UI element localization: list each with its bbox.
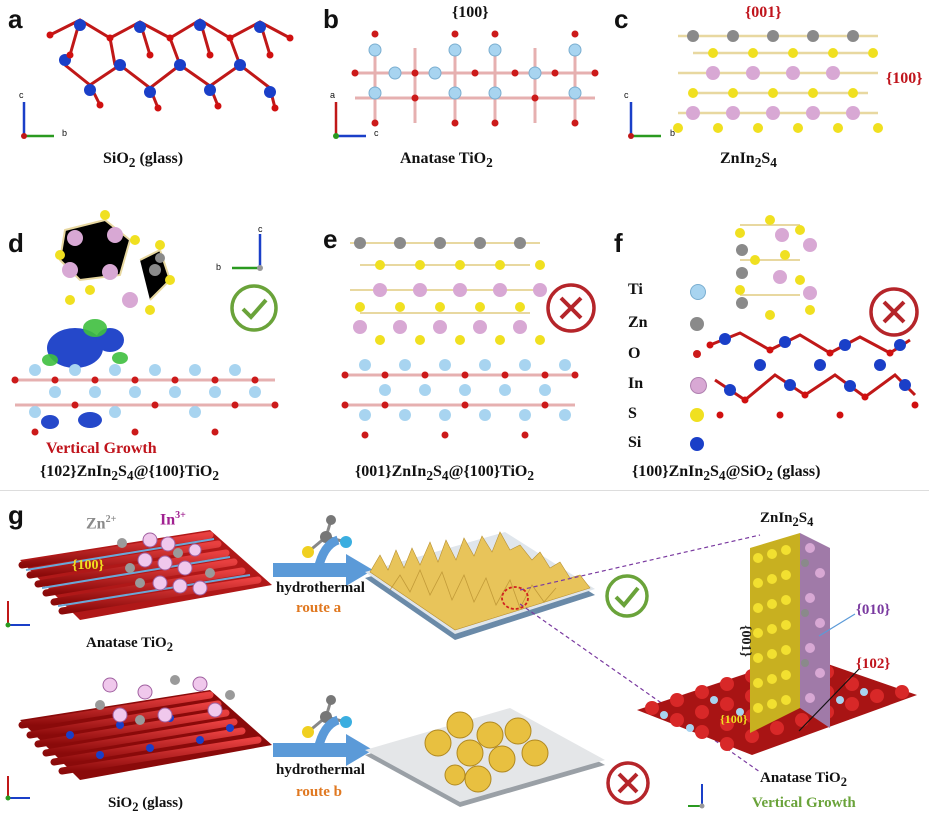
facet-100-label-c: {100} <box>886 70 923 87</box>
axis-triad-g-bottom <box>5 776 30 801</box>
section-divider <box>0 490 929 491</box>
in-ion-label: In3+ <box>160 510 186 529</box>
nanosheet-film <box>365 531 595 640</box>
facet-102-label: {102} <box>856 656 891 672</box>
legend-dot-o <box>693 350 701 358</box>
hydrothermal-label-a: hydrothermal <box>276 580 365 596</box>
caption-b: Anatase TiO2 <box>400 150 493 171</box>
sio2-structure-a <box>46 18 294 112</box>
legend-dot-s <box>690 408 704 422</box>
legend-label-ti: Ti <box>628 281 643 298</box>
check-icon-d <box>230 284 278 332</box>
route-b-label: route b <box>296 784 342 800</box>
legend-label-in: In <box>628 375 644 392</box>
axis-triad-a <box>21 102 54 139</box>
axis-c-label-d: c <box>258 224 263 234</box>
molecule-icon-top <box>302 515 352 558</box>
facet-001-vertical-label: {001} <box>738 625 753 658</box>
legend-label-si: Si <box>628 434 642 451</box>
tio2-slab-route-a <box>18 530 272 620</box>
route-a-label: route a <box>296 600 342 616</box>
cross-icon-g <box>606 761 650 805</box>
tio2-structure-b <box>351 30 599 127</box>
panel-letter-f: f <box>614 228 623 258</box>
interface-structure-f <box>706 215 919 419</box>
legend-dot-in <box>690 377 707 394</box>
axis-b-label-d: b <box>216 262 222 272</box>
legend-label-zn: Zn <box>628 314 648 331</box>
tio2-zoom-label: Anatase TiO2 <box>760 770 847 789</box>
interface-structure-d <box>11 210 279 436</box>
facet-label-b: {100} <box>452 4 489 21</box>
legend-label-s: S <box>628 405 637 422</box>
hydrothermal-label-b: hydrothermal <box>276 762 365 778</box>
panel-letter-e: e <box>323 224 338 254</box>
facet-001-label-c: {001} <box>745 4 782 21</box>
legend-dot-zn <box>690 317 704 331</box>
panel-letter-c: c <box>614 4 629 34</box>
axis-triad-b <box>333 102 366 139</box>
panel-letter-g: g <box>8 500 24 530</box>
check-icon-g <box>605 574 649 618</box>
axis-b-label-c: b <box>670 128 676 138</box>
axis-b-label-a: b <box>62 128 68 138</box>
legend-dot-si <box>690 437 704 451</box>
caption-f: {100}ZnIn2S4@SiO2 (glass) <box>632 463 821 484</box>
facet-100-label-slab: {100} <box>72 558 105 573</box>
ion-cluster-a <box>117 532 215 596</box>
axis-triad-c <box>628 102 661 139</box>
interface-structure-e <box>341 237 579 439</box>
axis-c-label-c: c <box>624 90 629 100</box>
caption-a: SiO2 (glass) <box>103 150 184 171</box>
legend-dot-ti <box>690 284 706 300</box>
cross-icon-f <box>869 287 919 337</box>
axis-triad-g-zoom <box>688 784 705 809</box>
sphere-film <box>365 708 605 807</box>
vertical-znin2s4-slab <box>750 533 830 733</box>
axis-triad-g-top <box>5 601 30 628</box>
cross-icon-e <box>546 283 596 333</box>
znin2s4-structure-c <box>673 30 883 133</box>
zn-ion-label: Zn2+ <box>86 514 117 533</box>
facet-010-pointer <box>818 613 856 637</box>
facet-102-pointer <box>798 668 860 732</box>
caption-d: {102}ZnIn2S4@{100}TiO2 <box>40 463 219 484</box>
axis-triad-d <box>232 234 263 271</box>
route-a-arrow <box>273 535 373 586</box>
axis-c-label-a: c <box>19 90 24 100</box>
panel-letter-b: b <box>323 4 339 34</box>
ion-scatter-b <box>95 675 235 725</box>
axis-a-label-b: a <box>330 90 336 100</box>
tio2-slab-label: Anatase TiO2 <box>86 635 173 654</box>
vertical-growth-note-d: Vertical Growth <box>46 440 157 457</box>
caption-e: {001}ZnIn2S4@{100}TiO2 <box>355 463 534 484</box>
axis-c-label-b: c <box>374 128 379 138</box>
legend-label-o: O <box>628 345 641 362</box>
vertical-growth-label-g: Vertical Growth <box>752 795 856 811</box>
znin2s4-zoom-label: ZnIn2S4 <box>760 510 814 529</box>
facet-010-label: {010} <box>856 602 891 618</box>
panel-letter-a: a <box>8 4 23 34</box>
caption-c: ZnIn2S4 <box>720 150 777 171</box>
sio2-slab-label: SiO2 (glass) <box>108 795 184 814</box>
facet-100-label-zoom: {100} <box>720 712 748 726</box>
panel-letter-d: d <box>8 228 24 258</box>
route-b-arrow <box>273 715 373 766</box>
